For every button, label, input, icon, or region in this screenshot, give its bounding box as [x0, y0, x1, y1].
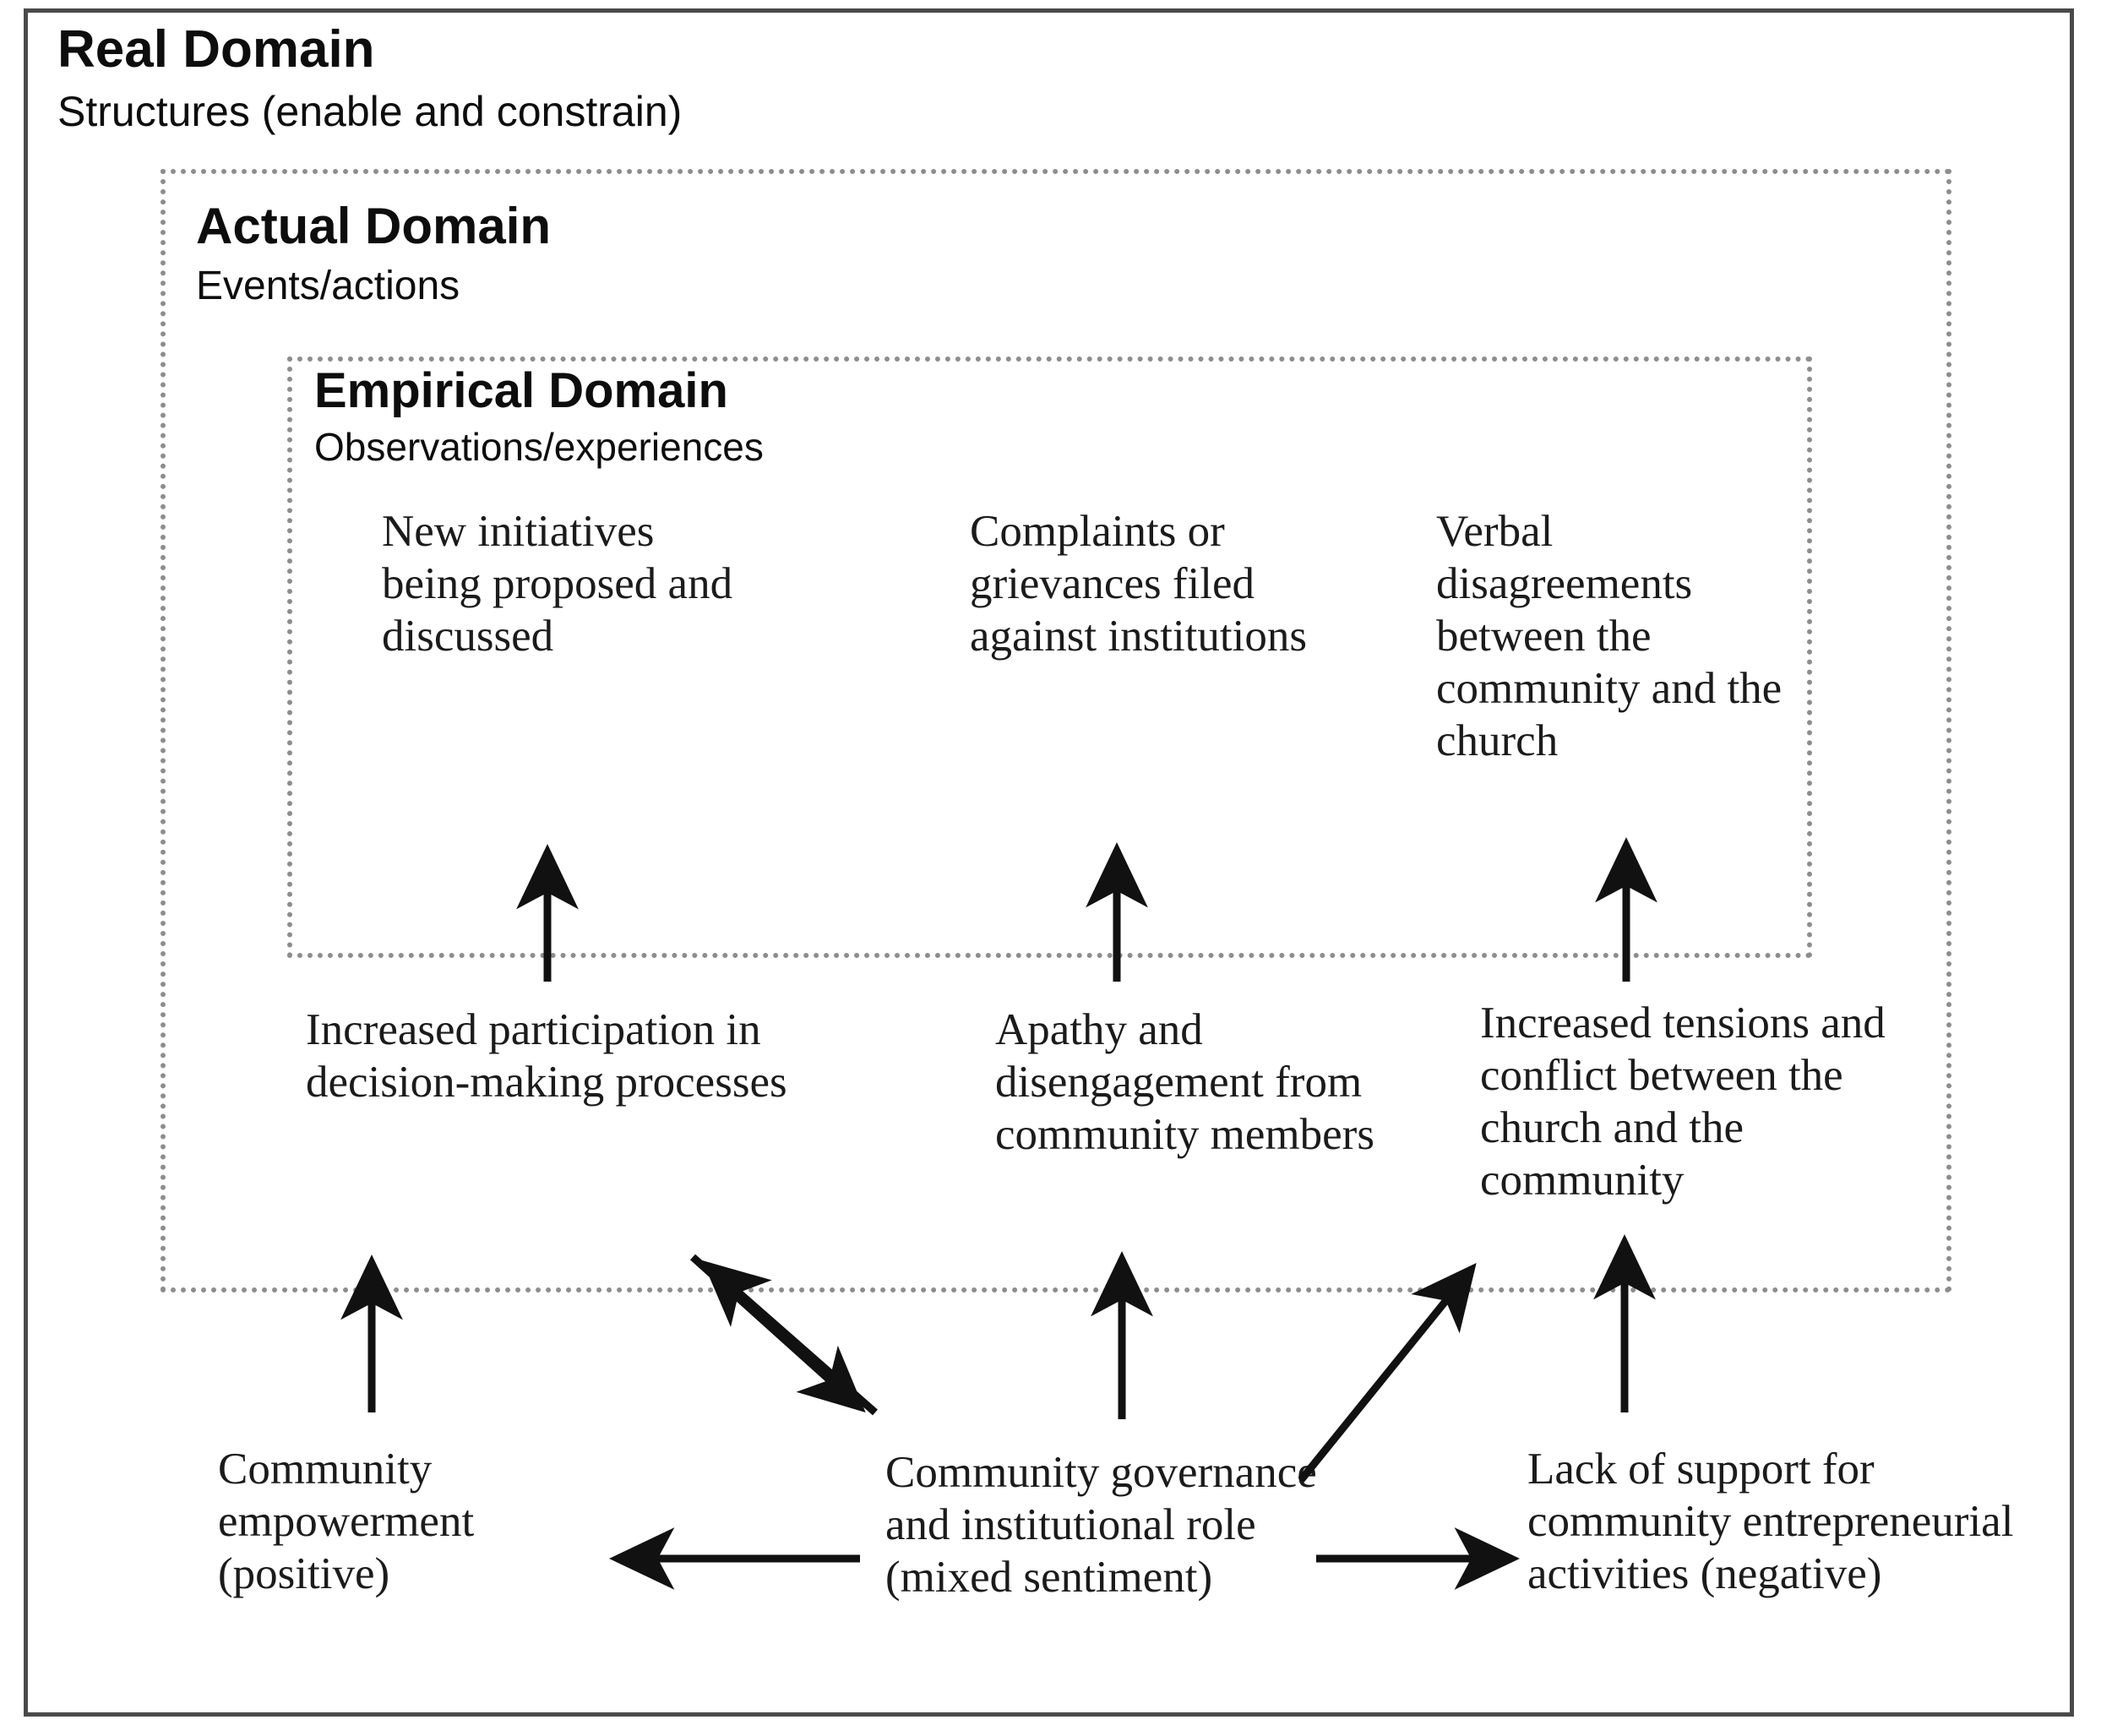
node-community-governance: Community governance and institutional r…: [885, 1448, 1317, 1602]
node-lack-of-support: Lack of support for community entreprene…: [1527, 1445, 2014, 1598]
node-new-initiatives: New initiatives being proposed and discu…: [382, 507, 733, 661]
actual-domain-frame: [161, 169, 1951, 1292]
actual-domain-subtitle: Events/actions: [196, 263, 460, 308]
real-domain-title: Real Domain: [57, 20, 375, 79]
empirical-domain-frame: [287, 356, 1812, 958]
empirical-domain-title: Empirical Domain: [314, 363, 728, 418]
node-apathy-disengagement: Apathy and disengagement from community …: [995, 1005, 1374, 1159]
empirical-domain-subtitle: Observations/experiences: [314, 424, 764, 469]
node-community-empowerment: Community empowerment (positive): [218, 1445, 475, 1598]
actual-domain-heading: Actual Domain Events/actions: [196, 199, 551, 308]
node-complaints-grievances: Complaints or grievances filed against i…: [970, 507, 1307, 661]
real-domain-subtitle: Structures (enable and constrain): [57, 87, 683, 135]
node-increased-tensions: Increased tensions and conflict between …: [1480, 999, 1886, 1205]
node-increased-participation: Increased participation in decision-maki…: [306, 1005, 787, 1107]
actual-domain-title: Actual Domain: [196, 198, 552, 254]
empirical-domain-heading: Empirical Domain Observations/experience…: [314, 363, 764, 469]
real-domain-frame: [24, 8, 2074, 1717]
node-verbal-disagreements: Verbal disagreements between the communi…: [1436, 507, 1783, 765]
real-domain-heading: Real Domain Structures (enable and const…: [57, 20, 683, 135]
